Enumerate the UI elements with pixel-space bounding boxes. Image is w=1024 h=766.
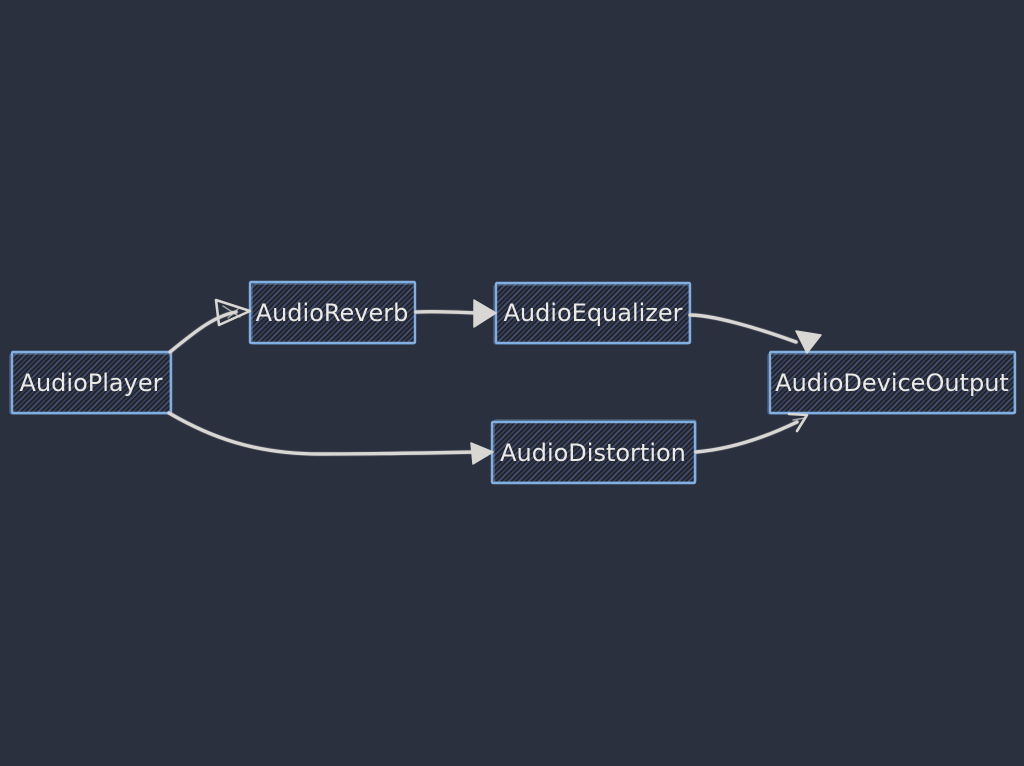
edge-audioplayer-to-audioreverb (167, 298, 252, 355)
edge-audioequalizer-to-audiodeviceoutput (687, 312, 822, 354)
edge-audioreverb-to-audioequalizer (413, 299, 497, 328)
node-audiodistortion[interactable]: AudioDistortion (490, 419, 697, 485)
arrowhead-filled-right (473, 299, 497, 328)
node-audioreverb-label: AudioReverb (256, 299, 409, 327)
node-audioplayer[interactable]: AudioPlayer (9, 350, 173, 415)
edge-audiodistortion-to-audiodeviceoutput (693, 412, 809, 455)
node-audiodeviceoutput[interactable]: AudioDeviceOutput (767, 350, 1017, 415)
node-audioequalizer-label: AudioEqualizer (503, 299, 682, 327)
node-audioequalizer[interactable]: AudioEqualizer (493, 281, 692, 345)
node-audioplayer-label: AudioPlayer (20, 369, 163, 397)
node-audiodeviceoutput-label: AudioDeviceOutput (775, 369, 1009, 397)
edge-audioplayer-to-audiodistortion (166, 410, 494, 465)
arrowhead-filled-down (795, 330, 822, 354)
arrowhead-open-right (214, 298, 252, 327)
node-audioreverb[interactable]: AudioReverb (248, 280, 417, 345)
node-audiodistortion-label: AudioDistortion (500, 439, 686, 467)
arrowhead-filled-right (470, 442, 494, 465)
